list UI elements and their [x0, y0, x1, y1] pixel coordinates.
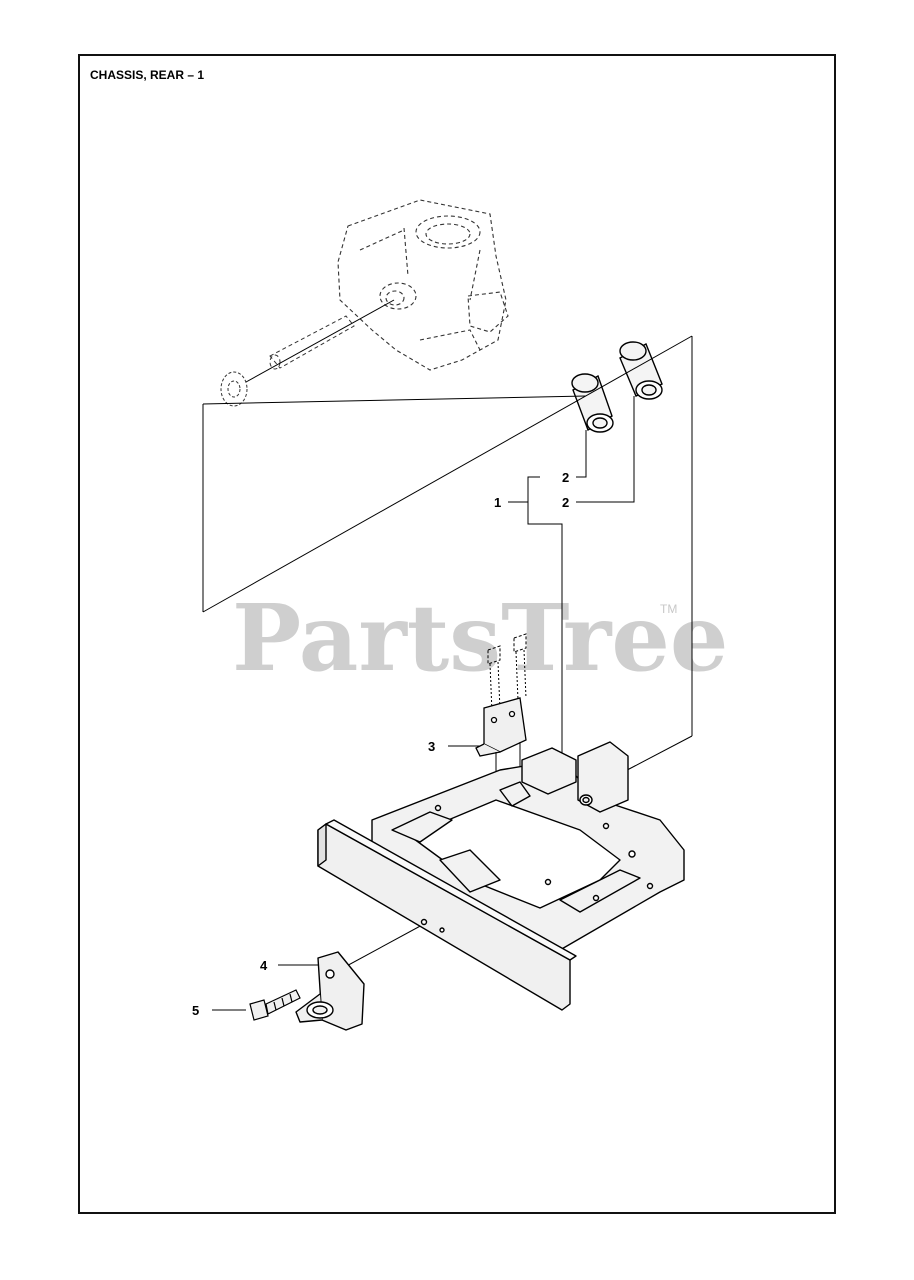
- hitch-plate-part-4: [295, 951, 365, 1031]
- hitch-bolt-part-5: [249, 989, 301, 1021]
- bolt-upper-right: [513, 633, 527, 701]
- callout-4: 4: [260, 958, 268, 973]
- transmission-reference-outline: [337, 199, 509, 371]
- washer-reference: [220, 371, 248, 407]
- watermark-trademark: TM: [660, 602, 677, 616]
- axle-center-line: [245, 299, 395, 383]
- axle-reference: [269, 315, 355, 370]
- callout-1: 1: [494, 495, 501, 510]
- callout-2b: 2: [562, 495, 569, 510]
- watermark: PartsTree TM: [232, 584, 728, 692]
- bushing-1: [571, 373, 614, 433]
- callout-2a: 2: [562, 470, 569, 485]
- assembly-outline-lines: [202, 335, 693, 801]
- callout-3: 3: [428, 739, 435, 754]
- callout-5: 5: [192, 1003, 199, 1018]
- callout-labels: 1 2 2 3 4 5: [192, 470, 569, 1018]
- diagram-frame: [78, 54, 836, 1214]
- watermark-text: PartsTree: [232, 584, 728, 692]
- bolt-upper-left: [487, 645, 501, 713]
- rear-bumper-bar: [317, 819, 577, 1011]
- rear-chassis-frame: [371, 741, 685, 951]
- bracket-part-3: [475, 697, 527, 757]
- bushing-2: [619, 341, 663, 400]
- diagram-title: CHASSIS, REAR – 1: [90, 68, 205, 82]
